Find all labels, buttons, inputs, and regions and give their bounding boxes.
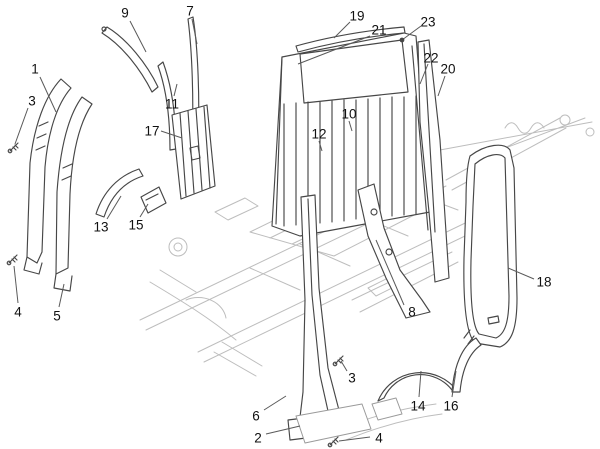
callout-dot-23: [399, 37, 405, 43]
callout-3: 3: [348, 371, 356, 386]
callout-8: 8: [408, 305, 416, 320]
callout-14: 14: [410, 399, 426, 414]
leader-line-19: [333, 21, 351, 39]
floor-grommet: [168, 237, 188, 257]
leader-line-15: [139, 203, 149, 218]
part-13-arch-strip: [95, 168, 144, 218]
body-panels: [6, 16, 518, 448]
frame-rail: [203, 221, 495, 363]
rear-frame: [439, 117, 593, 191]
part-18-detail: [463, 154, 510, 345]
callout-19: 19: [349, 9, 364, 24]
part-5-detail: [53, 163, 73, 292]
leader-line-14: [418, 370, 422, 398]
front-wheel-housing: [185, 297, 227, 319]
callout-9: 9: [121, 6, 129, 21]
part-1-detail: [23, 121, 49, 275]
leader-line-3: [14, 107, 29, 145]
callout-23: 23: [420, 15, 435, 30]
callout-11: 11: [165, 97, 179, 112]
part-8-pillar-brace: [357, 183, 431, 319]
part-20-c-pillar: [417, 39, 450, 283]
part-22-pillar-strip: [411, 43, 436, 233]
callout-22: 22: [423, 51, 438, 66]
leader-line-10: [348, 120, 353, 132]
part-16-arch-strip: [451, 337, 482, 393]
front-floor: [149, 269, 237, 341]
cross-members: [249, 191, 459, 291]
leader-line-21: [297, 35, 371, 65]
callout-13: 13: [93, 220, 108, 235]
part-15-detail: [145, 193, 159, 201]
leader-line-16: [451, 370, 457, 398]
callout-4: 4: [375, 431, 383, 446]
part-8-hole: [370, 208, 378, 216]
sill-piece: [295, 397, 403, 444]
callout-10: 10: [341, 107, 356, 122]
callout-2: 2: [254, 431, 262, 446]
callout-18: 18: [536, 275, 551, 290]
screw-icon: [6, 254, 18, 266]
callout-12: 12: [311, 127, 326, 142]
rear-window-opening: [299, 39, 409, 104]
leader-line-13: [106, 195, 122, 220]
part-8-hole: [385, 248, 393, 256]
callout-16: 16: [443, 399, 458, 414]
leader-line-7: [191, 18, 198, 45]
screw-icon: [332, 355, 344, 367]
leader-line-1: [39, 76, 57, 113]
part-14-wheel-arch: [377, 372, 459, 402]
callout-20: 20: [440, 62, 455, 77]
frame-bushing: [559, 114, 571, 126]
leader-line-4: [13, 265, 19, 304]
callout-4: 4: [14, 305, 22, 320]
leader-line-12: [318, 140, 323, 152]
leader-line-22: [419, 63, 429, 85]
part-1-a-pillar: [26, 78, 72, 264]
leader-line-9: [129, 20, 147, 53]
leaf-spring: [504, 122, 545, 134]
screw-icon: [327, 436, 339, 448]
part-9-end: [101, 26, 107, 32]
leader-line-6: [263, 395, 287, 411]
leader-line-3: [340, 360, 348, 372]
leader-line-17: [160, 130, 183, 139]
frame-bushing: [585, 127, 595, 137]
leader-line-4: [338, 436, 371, 442]
part-12-panel-ribs: [283, 95, 417, 227]
part-9-pillar-strip: [101, 26, 159, 93]
callout-15: 15: [128, 218, 143, 233]
rear-panel-flange: [275, 56, 283, 225]
leader-line-18: [507, 267, 535, 280]
part-6-detail: [307, 198, 331, 421]
leader-line-20: [437, 75, 446, 97]
part-11-pillar-strip: [157, 61, 177, 151]
callout-5: 5: [53, 309, 61, 324]
leader-line-5: [58, 283, 65, 308]
floor-grommet: [173, 242, 183, 252]
part-17-reinforcement: [171, 104, 216, 200]
callout-17: 17: [144, 124, 159, 139]
screw-icon: [7, 142, 19, 154]
front-frame: [213, 341, 263, 377]
leader-line-23: [401, 25, 422, 41]
callout-6: 6: [252, 409, 260, 424]
leader-line-11: [173, 83, 178, 97]
callout-3: 3: [28, 94, 36, 109]
leader-line-2: [265, 425, 301, 435]
callout-21: 21: [371, 23, 386, 38]
part-5-a-pillar-inner: [55, 96, 93, 275]
leader-line-8: [375, 239, 405, 306]
callout-7: 7: [186, 4, 194, 19]
callout-1: 1: [31, 62, 39, 77]
part-17-ribs: [179, 106, 211, 197]
seat-bracket: [214, 197, 259, 221]
